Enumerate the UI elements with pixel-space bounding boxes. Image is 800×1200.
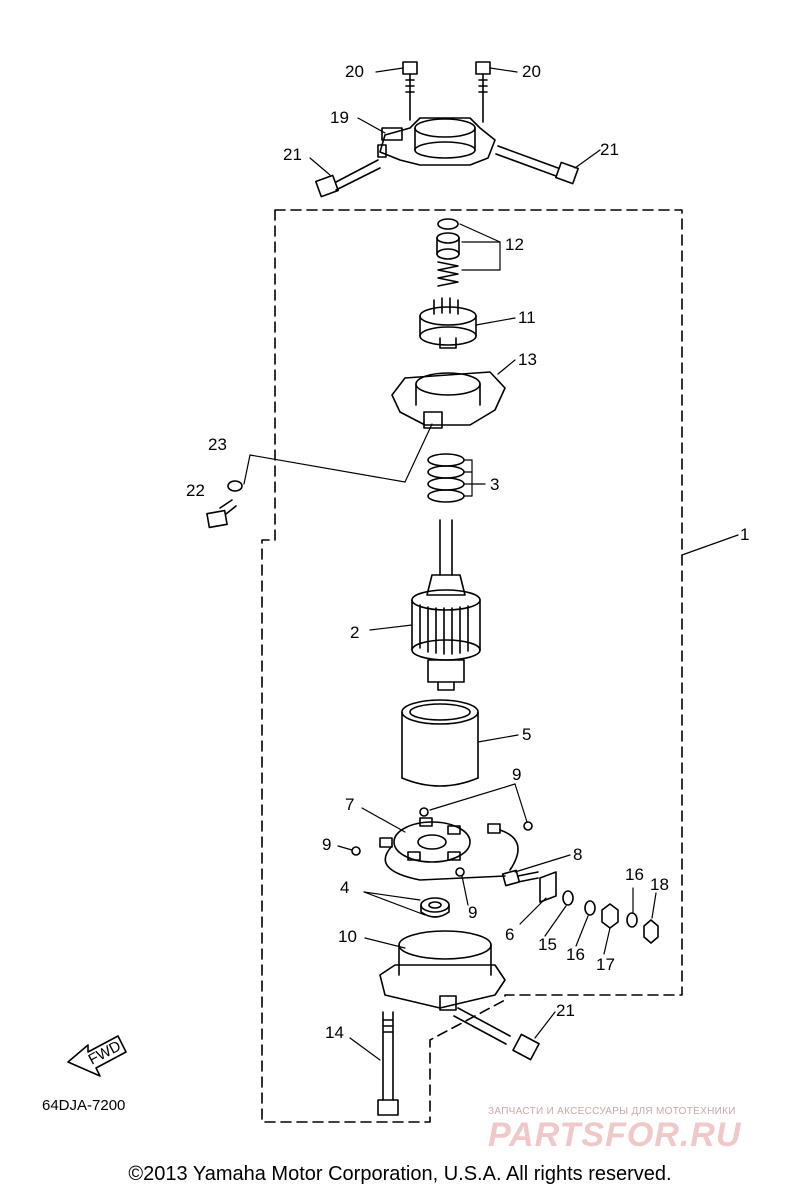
callout-1: 1 [740, 525, 749, 544]
bolt-21-bottom [453, 1007, 540, 1061]
yoke [401, 699, 479, 787]
bolt-22 [206, 499, 237, 529]
callout-17: 17 [596, 955, 615, 974]
bolt-20-left [402, 61, 418, 121]
washer-15 [562, 890, 574, 906]
bushing [436, 232, 460, 260]
watermark-tagline: ЗАПЧАСТИ И АКСЕССУАРЫ ДЛЯ МОТОТЕХНИКИ [488, 1106, 736, 1117]
callout-12: 12 [505, 235, 524, 254]
armature [411, 519, 481, 691]
callout-20-left: 20 [345, 62, 364, 81]
seal-washer [420, 897, 450, 918]
callout-21-top-right: 21 [600, 140, 619, 159]
rear-cover [379, 930, 506, 1011]
callout-11: 11 [518, 308, 536, 327]
bolt-20-right [475, 61, 491, 123]
brush-holder [351, 807, 533, 881]
front-cover [391, 371, 506, 429]
callout-10: 10 [338, 927, 357, 946]
callout-13: 13 [518, 350, 537, 369]
callout-9-left: 9 [322, 835, 331, 854]
copyright-notice: ©2013 Yamaha Motor Corporation, U.S.A. A… [128, 1163, 672, 1185]
callout-21-top-left: 21 [283, 145, 302, 164]
fwd-arrow-icon [67, 1035, 127, 1077]
leader-lines [243, 67, 739, 1061]
nut-18 [643, 919, 659, 944]
callout-4: 4 [340, 878, 349, 897]
callout-labels: 20 20 19 21 21 12 11 13 23 3 22 1 2 5 9 … [42, 62, 749, 1114]
callout-23: 23 [208, 435, 227, 454]
callout-18: 18 [650, 875, 669, 894]
callout-21-bottom: 21 [556, 1001, 575, 1020]
terminal-plate [539, 871, 557, 903]
callout-3: 3 [490, 475, 499, 494]
callout-20-right: 20 [522, 62, 541, 81]
top-bracket [377, 117, 496, 166]
bolt-21-top-right [495, 145, 579, 185]
washer-23 [227, 480, 243, 492]
nut-17 [601, 903, 619, 929]
drawing-code: 64DJA-7200 [42, 1097, 125, 1114]
callout-9-top: 9 [512, 765, 521, 784]
washer-16-right [626, 912, 638, 928]
callout-7: 7 [345, 795, 354, 814]
callout-16-left: 16 [566, 945, 585, 964]
pinion-gear [419, 297, 477, 349]
terminal-bolt [501, 869, 539, 887]
callout-14: 14 [325, 1023, 344, 1042]
assembly-boundary-dashed [261, 209, 683, 1123]
through-bolt [377, 1011, 399, 1116]
watermark-brand: PARTSFOR.RU [488, 1116, 742, 1154]
callout-9-bottom: 9 [468, 903, 477, 922]
callout-8: 8 [573, 845, 582, 864]
callout-16-right: 16 [625, 865, 644, 884]
bolt-21-top-left [315, 159, 381, 198]
callout-15: 15 [538, 935, 557, 954]
clip-ring [437, 218, 459, 230]
shim-washers [427, 453, 465, 503]
callout-6: 6 [505, 925, 514, 944]
callout-22: 22 [186, 481, 205, 500]
callout-19: 19 [330, 108, 349, 127]
spring [437, 261, 459, 287]
callout-2: 2 [350, 623, 359, 642]
callout-5: 5 [522, 725, 531, 744]
washer-16-left [584, 900, 596, 916]
